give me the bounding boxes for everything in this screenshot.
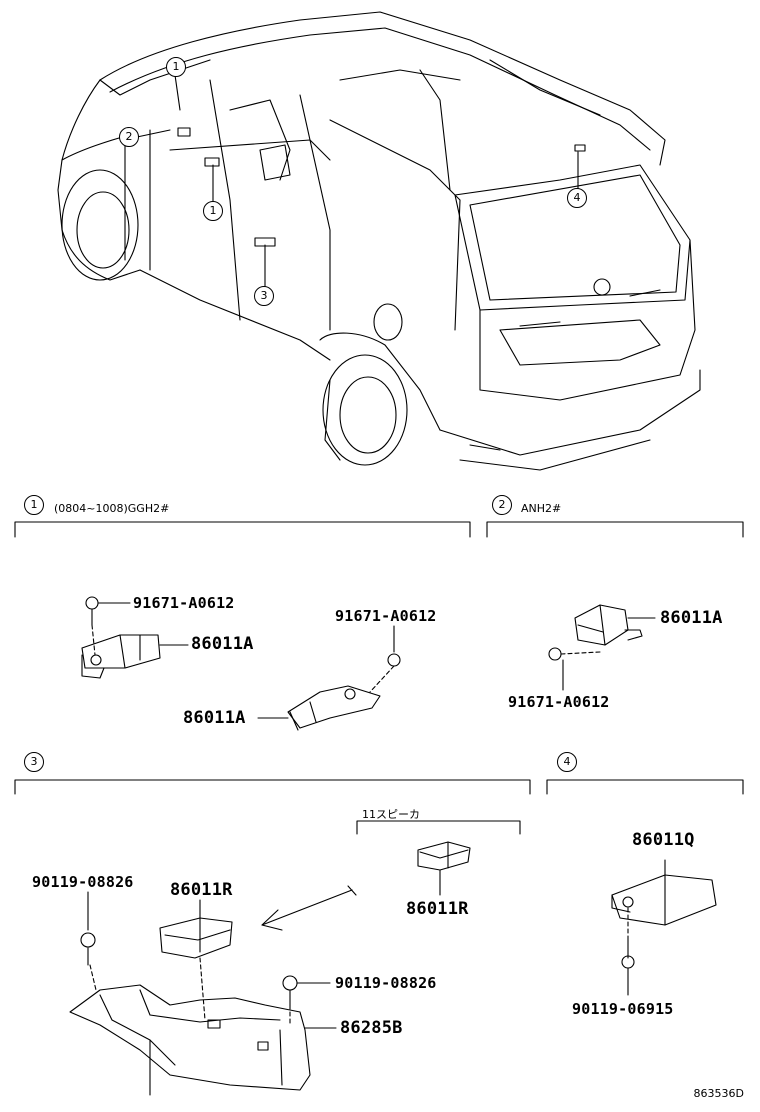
part-number-91671-a0612-s1b[interactable]: 91671-A0612 (335, 607, 437, 625)
section-1-drawing (81, 596, 401, 731)
section-1-number: 1 (24, 495, 44, 515)
callout-1-lower: 1 (203, 201, 223, 221)
section-2-label: ANH2# (521, 502, 562, 515)
callout-3: 3 (254, 286, 274, 306)
callout-2: 2 (119, 127, 139, 147)
section-1-label: (0804~1008)GGH2# (54, 502, 170, 515)
section-3-drawing (69, 841, 471, 1096)
part-number-86011q[interactable]: 86011Q (632, 830, 695, 850)
callout-4: 4 (567, 188, 587, 208)
diagram-code: 863536D (693, 1087, 744, 1100)
section-3-number: 3 (24, 752, 44, 772)
part-number-90119-08826-right[interactable]: 90119-08826 (335, 974, 437, 992)
section-4-number: 4 (557, 752, 577, 772)
part-number-86011a-s2[interactable]: 86011A (660, 608, 723, 628)
speaker-sub-label: 11スピーカ (362, 808, 420, 821)
vehicle-illustration (57, 11, 701, 471)
section-4-drawing (611, 859, 717, 996)
part-number-86011a-s1a[interactable]: 86011A (191, 634, 254, 654)
part-number-90119-06915[interactable]: 90119-06915 (572, 1000, 674, 1018)
section-2-number: 2 (492, 495, 512, 515)
part-number-91671-a0612-s1a[interactable]: 91671-A0612 (133, 594, 235, 612)
part-number-86011a-s1b[interactable]: 86011A (183, 708, 246, 728)
callout-1-top: 1 (166, 57, 186, 77)
part-number-86011r[interactable]: 86011R (170, 880, 233, 900)
part-number-90119-08826-left[interactable]: 90119-08826 (32, 873, 134, 891)
part-number-86285b[interactable]: 86285B (340, 1018, 403, 1038)
section-2-drawing (548, 604, 656, 691)
part-number-86011r-speaker[interactable]: 86011R (406, 899, 469, 919)
part-number-91671-a0612-s2[interactable]: 91671-A0612 (508, 693, 610, 711)
